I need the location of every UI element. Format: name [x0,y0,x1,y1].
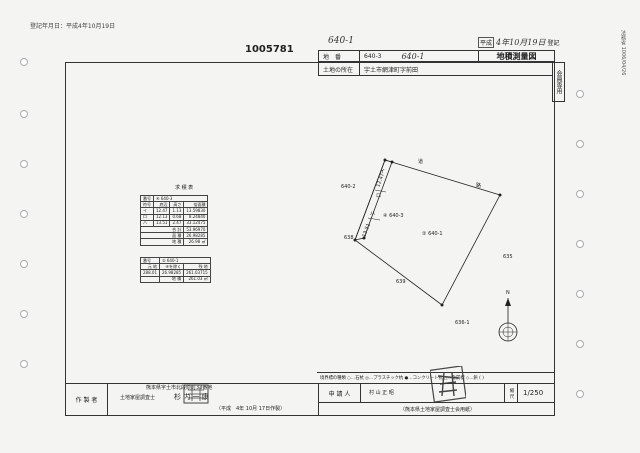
reception-suffix: 登記 [547,40,560,47]
author-seal-icon [183,384,209,404]
binder-hole [576,340,584,348]
reception-prefix: 平成 [478,37,495,48]
scale-label: 縮 尺 [504,384,518,402]
association-note: （熊本県土地家屋調査士会用紙） [400,407,476,413]
margin-note: 法務省 1006/04/26 [620,30,626,76]
area-total-label: 地 積 [139,238,185,246]
boundary-marker [362,236,366,240]
label-adjacent-638: 638 [344,235,354,241]
registration-date-stamp: 登記年月日：平成4年10月19日 [30,23,116,30]
binder-hole [576,390,584,398]
area-total-value: 26.98 ㎡ [183,238,209,246]
author-address: 熊本県宇土市北段原町33番地 [146,385,213,391]
members-only-tab: 会員専用 [552,62,565,102]
label-adjacent-640-2: 640-2 [341,184,356,190]
chiban-cell: 640-3 640-1 [359,50,479,62]
rem-cell [140,275,160,283]
binder-hole [20,210,28,218]
rem-cell: 地 積 [158,275,185,283]
north-label: N [506,290,510,296]
author-name: 杉 内 一 康 [174,393,209,401]
binder-hole [20,310,28,318]
author-title: 土地家屋調査士 [120,395,156,401]
chiban-hand: 640-1 [401,51,425,61]
label-adjacent-639: 639 [396,279,406,285]
label-parcel-640-1: ② 640-1 [422,231,443,237]
parcel-plot [353,158,502,307]
parcel-640-3-outline [354,159,393,241]
label-road-top: 道 [418,159,424,165]
author-label: 作 製 者 [66,384,108,415]
applicant-name: 村 山 正 昭 [369,390,394,396]
table-row: 地 積 261.03 ㎡ [140,275,211,283]
division-line [367,217,381,221]
binder-hole [576,290,584,298]
north-arrow-icon [498,298,518,342]
binder-hole [20,110,28,118]
applicant-label: 申 請 人 [319,384,361,402]
author-date: （平成 4年 10月 17日作製） [216,406,286,412]
scale-value: 1/250 [523,389,544,397]
boundary-marker [383,158,387,162]
chiban-value: 640-3 [364,52,382,60]
label-road-right: 路 [476,183,482,189]
area-table-title: 求 積 表 [175,185,194,191]
table-row: 地 積 26.98 ㎡ [139,238,209,246]
remainder-table: 番号 ② 640-1 元 地 ④を除く 残 地 288.01 26.98285 … [140,256,211,283]
boundary-marker-legend: 境界標の種類 ○…石杭 ◎…プラスチック杭 ●…コンクリート杭 △…金属標 ◇…… [317,372,555,383]
binder-hole [576,90,584,98]
document-number: 1005781 [245,44,294,55]
reception-stamp: 平成 4年10月19日 登記 [478,37,559,48]
binder-hole [576,190,584,198]
label-mark-ro: ロ [376,193,382,199]
boundary-marker [498,193,502,197]
binder-hole [20,360,28,368]
binder-hole [20,260,28,268]
boundary-marker [440,303,444,307]
title-box: 地積測量図 [478,50,555,62]
binder-hole [576,140,584,148]
binder-hole [576,240,584,248]
label-mark-i: イ [380,169,386,175]
label-adjacent-635: 635 [503,254,513,260]
boundary-marker [353,238,357,242]
label-parcel-640-3: ④ 640-3 [383,213,404,219]
rem-cell: 261.03 ㎡ [183,275,211,283]
chiban-label: 地 番 [318,50,360,62]
boundary-marker [390,160,394,164]
division-line [374,189,387,193]
applicant-block: 申 請 人 村 山 正 昭 縮 尺 1/250 [318,383,555,403]
handwritten-parcel-top: 640-1 [328,36,354,46]
reception-date: 4年10月19日 [496,38,546,47]
binder-hole [20,160,28,168]
label-mark-ha: ハ [370,211,376,217]
label-adjacent-636-1: 636-1 [455,320,470,326]
area-table: 番号 ④ 640-3 符号 底辺 高さ 倍面積 イ 12.47 1.13 13.… [139,194,209,246]
binder-hole [20,58,28,66]
